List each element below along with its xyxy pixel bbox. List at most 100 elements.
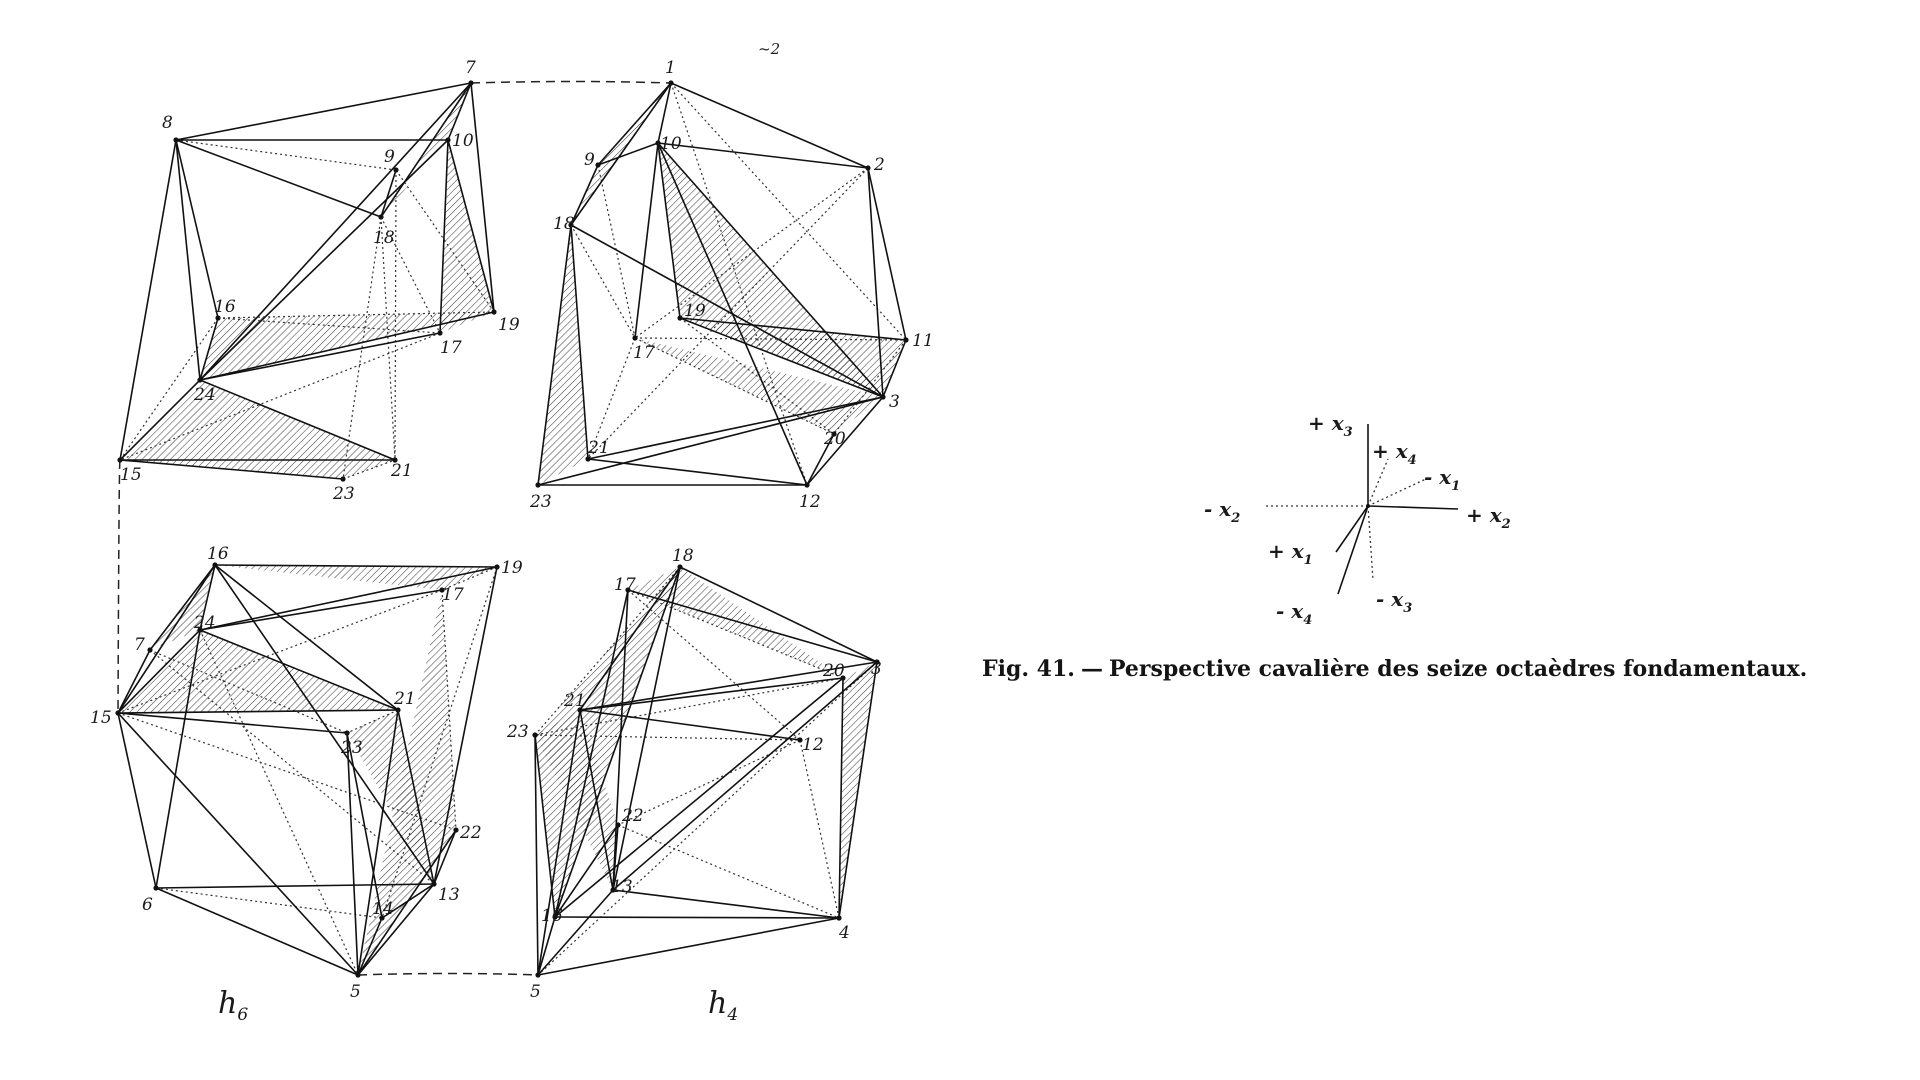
hidden-edge xyxy=(342,216,382,480)
vertex-label: 23 xyxy=(506,722,529,742)
hidden-edge xyxy=(199,629,359,976)
vertex-label: 21 xyxy=(390,461,413,481)
vertex-point xyxy=(568,222,574,228)
vertex-label: 16 xyxy=(214,297,236,317)
visible-edge xyxy=(670,82,869,169)
axis-minus-x1 xyxy=(1367,477,1429,507)
caption-figure-number: Fig. 41. xyxy=(982,656,1075,682)
vertex-point xyxy=(393,167,399,173)
vertex-point xyxy=(344,730,350,736)
vertex-label: 15 xyxy=(120,465,142,485)
visible-edge xyxy=(612,661,878,891)
visible-edge xyxy=(381,883,435,919)
visible-edge xyxy=(579,661,878,711)
visible-edge xyxy=(679,317,884,398)
visible-edge xyxy=(612,889,840,919)
visible-edge xyxy=(537,396,884,486)
visible-edge xyxy=(155,629,201,889)
visible-edge xyxy=(155,883,435,889)
vertex-point xyxy=(535,972,541,978)
visible-edge xyxy=(838,677,844,919)
vertex-point xyxy=(865,165,871,171)
hidden-edge xyxy=(119,317,219,461)
panel-label-h6: h6 xyxy=(218,986,248,1025)
visible-edge xyxy=(657,142,869,169)
axis-label-minus-x4: - x4 xyxy=(1276,599,1312,628)
axis-plus-x1 xyxy=(1335,505,1369,553)
vertex-point xyxy=(880,394,886,400)
visible-edge xyxy=(380,82,472,218)
hidden-edge xyxy=(634,167,869,339)
hatched-face xyxy=(440,140,494,333)
visible-edge xyxy=(199,311,495,381)
visible-edge xyxy=(537,916,556,976)
hidden-edge xyxy=(217,317,441,334)
vertex-point xyxy=(197,627,203,633)
vertex-label: 17 xyxy=(633,343,655,363)
axis-label-plus-x1: + x1 xyxy=(1268,539,1313,568)
visible-edge xyxy=(119,379,201,461)
vertex-point xyxy=(625,587,631,593)
visible-edge xyxy=(117,712,359,976)
top-mark: ~2 xyxy=(758,40,780,58)
vertex-label: 9 xyxy=(384,147,395,167)
panel-connector xyxy=(470,80,672,84)
hidden-edge xyxy=(587,167,869,460)
visible-edge xyxy=(117,649,151,714)
visible-edge xyxy=(175,139,201,381)
vertex-label: 4 xyxy=(838,923,850,943)
visible-edge xyxy=(579,709,614,891)
vertex-label: 16 xyxy=(541,906,563,926)
visible-edge xyxy=(175,139,382,218)
hidden-edge xyxy=(534,677,844,736)
vertex-point xyxy=(836,915,842,921)
hidden-edge xyxy=(342,459,396,480)
hidden-edge xyxy=(149,649,435,885)
visible-edge xyxy=(537,709,581,976)
hidden-edge xyxy=(570,224,636,339)
visible-edge xyxy=(380,169,397,218)
axis-plus-x2 xyxy=(1367,505,1459,510)
vertex-label: 19 xyxy=(498,315,520,335)
vertex-point xyxy=(494,564,500,570)
visible-edge xyxy=(119,139,177,461)
vertex-point xyxy=(632,335,638,341)
vertex-point xyxy=(355,972,361,978)
vertex-point xyxy=(117,457,123,463)
vertex-label: 21 xyxy=(393,689,416,709)
visible-edge xyxy=(657,142,884,398)
vertex-point xyxy=(395,707,401,713)
vertex-label: 23 xyxy=(332,484,355,504)
visible-edge xyxy=(357,917,383,976)
axis-label-plus-x4: + x4 xyxy=(1372,439,1417,468)
vertex-label: 18 xyxy=(553,214,575,234)
hidden-edge xyxy=(634,337,835,435)
visible-edge xyxy=(199,379,396,461)
axis-label-minus-x2: - x2 xyxy=(1204,497,1240,526)
vertex-label: 20 xyxy=(823,429,846,449)
vertex-label: 13 xyxy=(438,885,460,905)
visible-edge xyxy=(867,167,884,398)
vertex-point xyxy=(677,564,683,570)
vertex-point xyxy=(840,675,846,681)
vertex-point xyxy=(668,80,674,86)
visible-edge xyxy=(117,709,399,714)
visible-edge xyxy=(554,824,619,918)
axis-label-minus-x1: - x1 xyxy=(1424,465,1460,494)
vertex-point xyxy=(153,885,159,891)
visible-edge xyxy=(537,224,572,486)
vertex-point xyxy=(437,330,443,336)
vertex-point xyxy=(903,337,909,343)
visible-edge xyxy=(554,916,840,919)
vertex-point xyxy=(610,887,616,893)
visible-edge xyxy=(119,459,344,480)
visible-edge xyxy=(346,732,383,919)
vertex-point xyxy=(874,659,880,665)
octahedra-panel-top-right xyxy=(538,83,906,485)
visible-edge xyxy=(554,589,629,918)
visible-edge xyxy=(214,564,498,568)
hidden-edge xyxy=(617,739,801,826)
visible-edge xyxy=(806,396,884,486)
vertex-point xyxy=(392,457,398,463)
